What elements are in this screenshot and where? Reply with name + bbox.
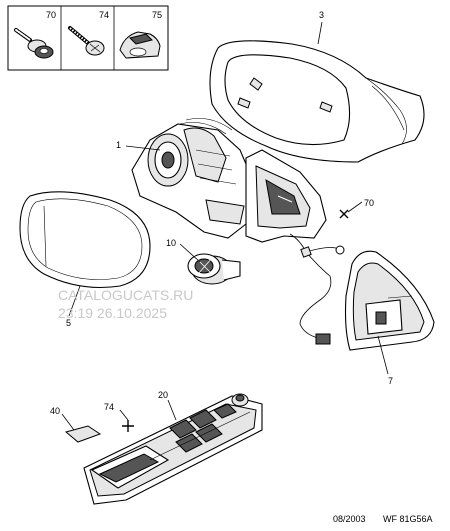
clip-nut-icon bbox=[119, 31, 161, 59]
callout-20: 20 bbox=[158, 390, 168, 400]
callout-5: 5 bbox=[66, 318, 71, 328]
leader-lines bbox=[61, 21, 389, 431]
legend-number-70: 70 bbox=[46, 10, 56, 20]
mirror-base-seal bbox=[344, 250, 435, 351]
screw-with-washer-icon bbox=[14, 28, 54, 59]
callout-1: 1 bbox=[116, 140, 121, 150]
callout-3: 3 bbox=[319, 10, 324, 20]
callout-40: 40 bbox=[50, 406, 60, 416]
legend-box: 70 74 75 bbox=[7, 5, 169, 71]
mirror-motor-assembly bbox=[131, 118, 253, 239]
legend-number-75: 75 bbox=[152, 10, 162, 20]
mirror-glass bbox=[19, 191, 151, 289]
window-switch-panel bbox=[83, 393, 263, 505]
callout-10: 10 bbox=[166, 238, 176, 248]
self-tapping-screw-icon bbox=[68, 26, 105, 56]
fastener-marker-70 bbox=[339, 209, 349, 219]
mirror-base-bracket bbox=[245, 149, 345, 345]
adhesive-pad bbox=[64, 425, 102, 443]
footer-date: 08/2003 bbox=[333, 514, 366, 524]
callout-74: 74 bbox=[104, 402, 114, 412]
watermark-line-1: CATALOGUCATS.RU bbox=[58, 287, 193, 303]
mirror-actuator bbox=[187, 253, 241, 285]
callout-7: 7 bbox=[388, 376, 393, 386]
callout-70: 70 bbox=[364, 198, 374, 208]
legend-number-74: 74 bbox=[99, 10, 109, 20]
mirror-housing bbox=[209, 40, 425, 163]
watermark-line-2: 23:19 26.10.2025 bbox=[58, 305, 167, 321]
fastener-marker-74 bbox=[122, 420, 134, 432]
footer-code: WF 81G56A bbox=[383, 514, 433, 524]
